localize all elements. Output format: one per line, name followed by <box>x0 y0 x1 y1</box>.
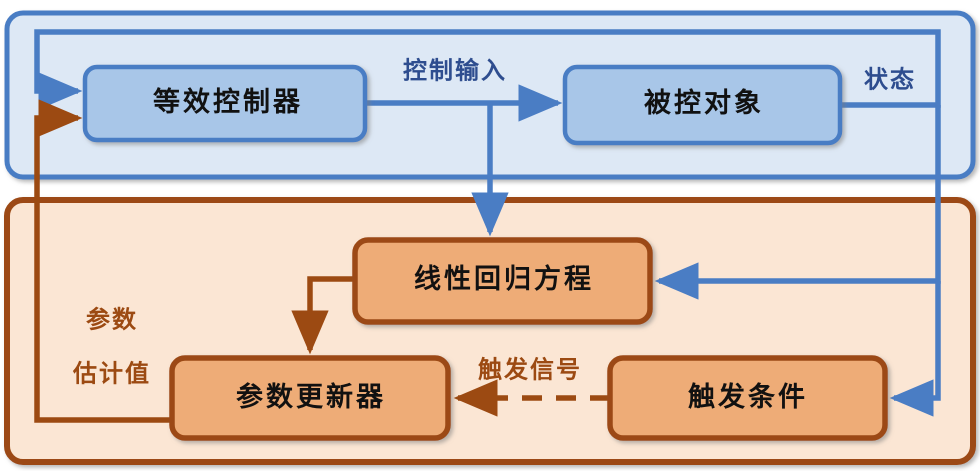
trigger-signal-label: 触发信号 <box>478 356 582 384</box>
node-controlled-plant[interactable]: 被控对象 <box>562 64 843 146</box>
trigger-condition-label: 触发条件 <box>688 381 808 412</box>
controlled-plant-label: 被控对象 <box>644 87 764 118</box>
linear-regression-equation-label: 线性回归方程 <box>414 263 594 294</box>
equivalent-controller-label: 等效控制器 <box>153 86 303 117</box>
controlled-plant-box[interactable] <box>562 64 843 146</box>
edge-state-feedback-to-controller <box>34 29 941 110</box>
trigger-condition-box[interactable] <box>607 355 888 441</box>
parameter-updater-label: 参数更新器 <box>236 381 386 412</box>
equivalent-controller-box[interactable] <box>82 64 368 143</box>
edge-updater-to-controller <box>34 99 172 423</box>
control-input-label: 控制输入 <box>403 57 507 85</box>
parameter-updater-box[interactable] <box>169 355 451 441</box>
edge-regression-to-updater <box>291 276 355 355</box>
node-parameter-updater[interactable]: 参数更新器 <box>169 355 451 441</box>
edge-state-to-trigger-condition <box>889 281 941 417</box>
node-linear-regression-equation[interactable]: 线性回归方程 <box>352 237 653 325</box>
linear-regression-equation-box[interactable] <box>352 237 653 325</box>
parameter-estimate-label-line1: 参数 <box>86 306 138 334</box>
node-trigger-condition[interactable]: 触发条件 <box>607 355 888 441</box>
node-equivalent-controller[interactable]: 等效控制器 <box>82 64 368 143</box>
state-label: 状态 <box>864 66 916 94</box>
parameter-estimate-label-line2: 估计值 <box>72 360 151 388</box>
